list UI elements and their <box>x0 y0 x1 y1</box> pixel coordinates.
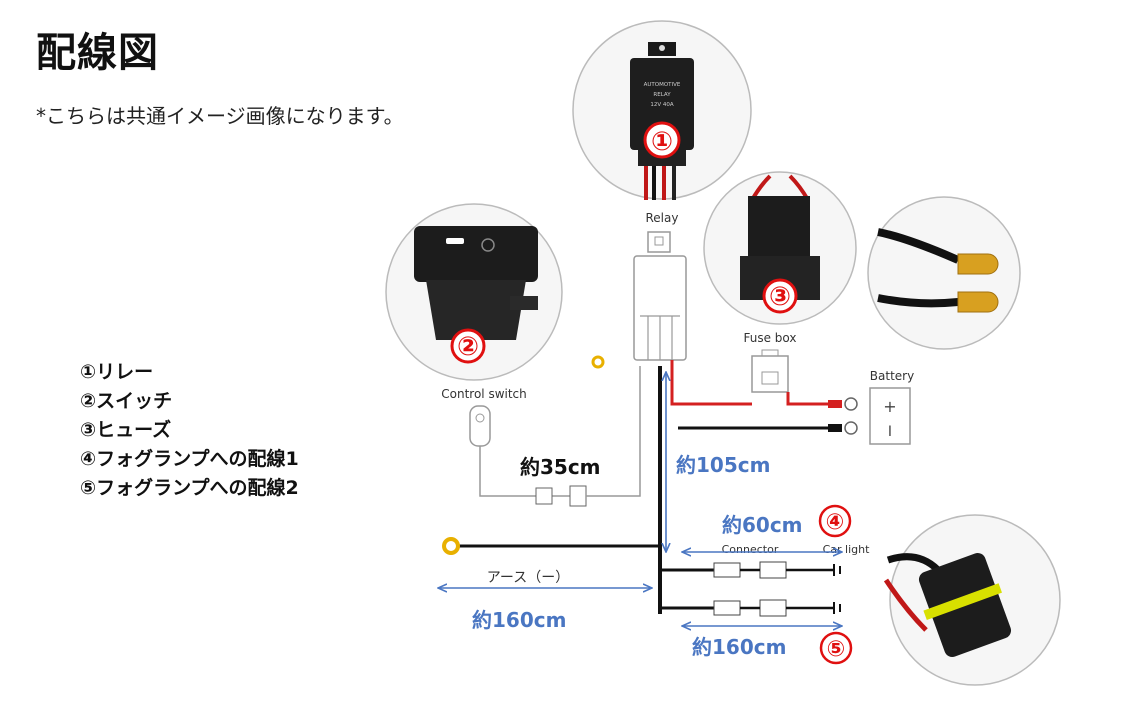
marker-5-group: ⑤ <box>819 631 853 665</box>
connector-label: Connector <box>722 543 779 556</box>
battery-schematic: Battery + I <box>844 369 914 445</box>
battery-label: Battery <box>870 369 914 383</box>
connector-1b <box>759 561 787 579</box>
relay-print-1: AUTOMOTIVE <box>644 82 681 88</box>
relay-ground-terminal <box>591 355 605 369</box>
fuse-body <box>748 196 810 266</box>
image-note: *こちらは共通イメージ画像になります。 <box>36 104 404 128</box>
length-fog-wire-1: 約60cm <box>722 513 803 537</box>
relay-print-3: 12V 40A <box>650 102 674 108</box>
switch-photo: ② <box>385 203 563 381</box>
fog-connector-photo <box>883 514 1061 686</box>
marker-3: ③ <box>769 282 791 312</box>
car-light-label: Car light <box>823 543 871 556</box>
connector-2a <box>713 600 741 616</box>
page-title: 配線図 <box>36 30 159 76</box>
legend-item-fog-wire-1: ④フォグランプへの配線1 <box>80 448 299 470</box>
fuse-photo: ③ <box>703 171 857 325</box>
length-battery-wire: 約105cm <box>676 453 770 477</box>
ground-label: アース（ー） <box>487 570 569 586</box>
marker-5: ⑤ <box>827 637 846 662</box>
fuse-box-label: Fuse box <box>744 331 797 345</box>
wire-fuse-to-battery <box>786 392 830 406</box>
control-switch-label: Control switch <box>441 387 527 401</box>
battery-plus: + <box>883 397 896 416</box>
connector-1a <box>713 562 741 578</box>
switch-face <box>414 226 538 282</box>
control-switch-schematic: Control switch <box>441 366 641 507</box>
marker-2: ② <box>457 332 479 362</box>
battery-minus: I <box>888 424 892 440</box>
legend-item-relay: ①リレー <box>80 361 154 383</box>
fuse-schematic: Fuse box <box>744 331 797 393</box>
length-ground-wire: 約160cm <box>472 608 566 632</box>
ground-terminal <box>442 537 460 555</box>
legend-item-fog-wire-2: ⑤フォグランプへの配線2 <box>80 477 299 499</box>
component-legend: ①リレー ②スイッチ ③ヒューズ ④フォグランプへの配線1 ⑤フォグランプへの配… <box>80 358 299 503</box>
legend-item-fuse: ③ヒューズ <box>80 419 172 441</box>
dimension-arrows <box>438 372 842 626</box>
battery-terminals-photo <box>867 196 1021 350</box>
connector-2b <box>759 599 787 617</box>
relay-photo: AUTOMOTIVE RELAY 12V 40A ① <box>572 20 752 200</box>
marker-4-group: ④ <box>818 504 852 538</box>
wire-relay-to-fuse <box>670 360 752 406</box>
relay-label: Relay <box>646 211 679 225</box>
relay-body <box>630 58 694 150</box>
relay-schematic: Relay <box>633 211 687 361</box>
wires <box>456 360 842 617</box>
length-switch-wire: 約35cm <box>520 455 601 479</box>
relay-print-2: RELAY <box>653 92 671 98</box>
legend-item-switch: ②スイッチ <box>80 390 173 412</box>
marker-4: ④ <box>826 510 845 535</box>
marker-1: ① <box>651 127 673 157</box>
length-fog-wire-2: 約160cm <box>692 635 786 659</box>
